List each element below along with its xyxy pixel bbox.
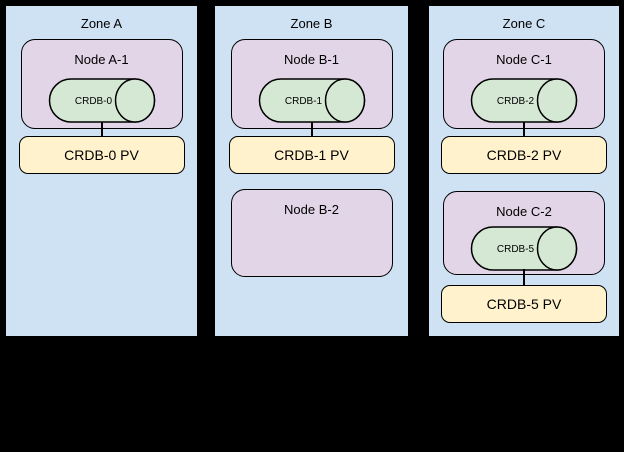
connector-line xyxy=(100,122,103,137)
cylinder-cap xyxy=(536,78,578,123)
zone-a-title: Zone A xyxy=(80,16,123,31)
cylinder-cap xyxy=(536,226,578,271)
zone-b-title: Zone B xyxy=(290,16,333,31)
crdb-5-pv-label: CRDB-5 PV xyxy=(486,296,562,312)
crdb-1-pv: CRDB-1 PV xyxy=(228,136,395,174)
crdb-0-label: CRDB-0 xyxy=(74,96,112,107)
zone-c-title: Zone C xyxy=(502,16,546,31)
crdb-2-label: CRDB-2 xyxy=(497,96,535,107)
zone-a: Zone A Node A-1 CRDB-0 CRDB-0 PV xyxy=(4,4,199,338)
crdb-2-cylinder-icon: CRDB-2 xyxy=(470,78,578,123)
crdb-1-label: CRDB-1 xyxy=(284,96,322,107)
connector-line xyxy=(310,122,313,137)
connector-line xyxy=(523,269,525,286)
crdb-0-pv: CRDB-0 PV xyxy=(18,136,185,174)
crdb-2-pv: CRDB-2 PV xyxy=(441,136,607,174)
crdb-1-pv-label: CRDB-1 PV xyxy=(274,147,349,163)
node-c-1-label: Node C-1 xyxy=(496,52,552,67)
node-c-2-label: Node C-2 xyxy=(496,204,552,219)
crdb-2-pv-label: CRDB-2 PV xyxy=(486,147,562,163)
node-b-1-label: Node B-1 xyxy=(284,52,339,67)
crdb-5-pv: CRDB-5 PV xyxy=(441,285,607,323)
connector-line xyxy=(523,122,525,137)
crdb-5-label: CRDB-5 xyxy=(497,244,535,255)
crdb-1-cylinder-icon: CRDB-1 xyxy=(258,78,365,123)
node-a-1-label: Node A-1 xyxy=(74,52,129,67)
node-b-2-label: Node B-2 xyxy=(284,202,339,217)
zone-b: Zone B Node B-1 CRDB-1 CRDB-1 PV Node B-… xyxy=(213,4,410,338)
crdb-0-pv-label: CRDB-0 PV xyxy=(64,147,139,163)
zone-c: Zone C Node C-1 CRDB-2 CRDB-2 PV Node C-… xyxy=(427,4,621,338)
cylinder-cap xyxy=(114,78,155,123)
cylinder-cap xyxy=(324,78,365,123)
crdb-5-cylinder-icon: CRDB-5 xyxy=(470,226,578,271)
crdb-0-cylinder-icon: CRDB-0 xyxy=(48,78,155,123)
node-b-2: Node B-2 xyxy=(230,189,393,277)
